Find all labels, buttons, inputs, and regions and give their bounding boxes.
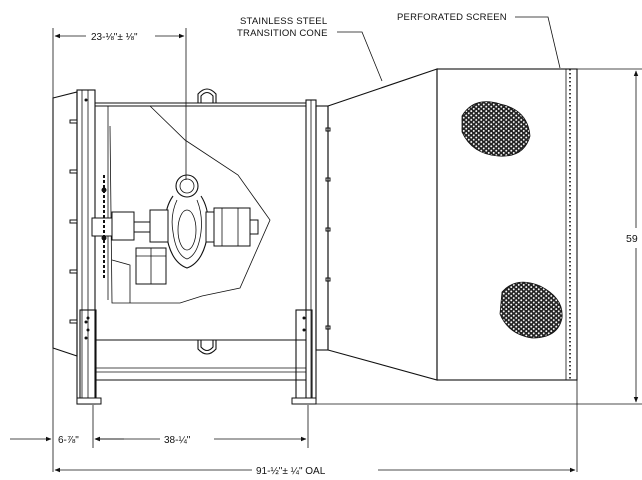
dim-height: 59 (626, 233, 638, 245)
callout-labels: STAINLESS STEEL TRANSITION CONE PERFORAT… (237, 12, 507, 39)
dim-overall-length: 91-½"± ¼" OAL (256, 465, 326, 477)
transition-cone (327, 68, 438, 381)
cone-label-line2: TRANSITION CONE (237, 28, 328, 39)
dim-shaft-offset: 23-⅛"± ⅛" (91, 32, 138, 43)
dim-base-length: 38-¼" (164, 434, 191, 446)
dimension-lines (10, 33, 639, 473)
cone-label-line1: STAINLESS STEEL (240, 16, 327, 27)
fan-housing (95, 88, 306, 381)
perforation-patch-lower (499, 281, 563, 339)
motor-assembly (91, 174, 259, 285)
support-legs (76, 309, 317, 405)
outlet-flange (305, 99, 331, 401)
perforated-screen (436, 68, 578, 381)
inlet-flange (52, 89, 96, 405)
callouts (337, 16, 561, 82)
perforation-patch-upper (461, 101, 531, 157)
dim-flange: 6-⅞" (58, 435, 79, 446)
screen-label: PERFORATED SCREEN (397, 12, 507, 23)
dimension-labels: 23-⅛"± ⅛" 59 6-⅞" 38-¼" 91-½"± ¼" OAL (58, 32, 638, 477)
